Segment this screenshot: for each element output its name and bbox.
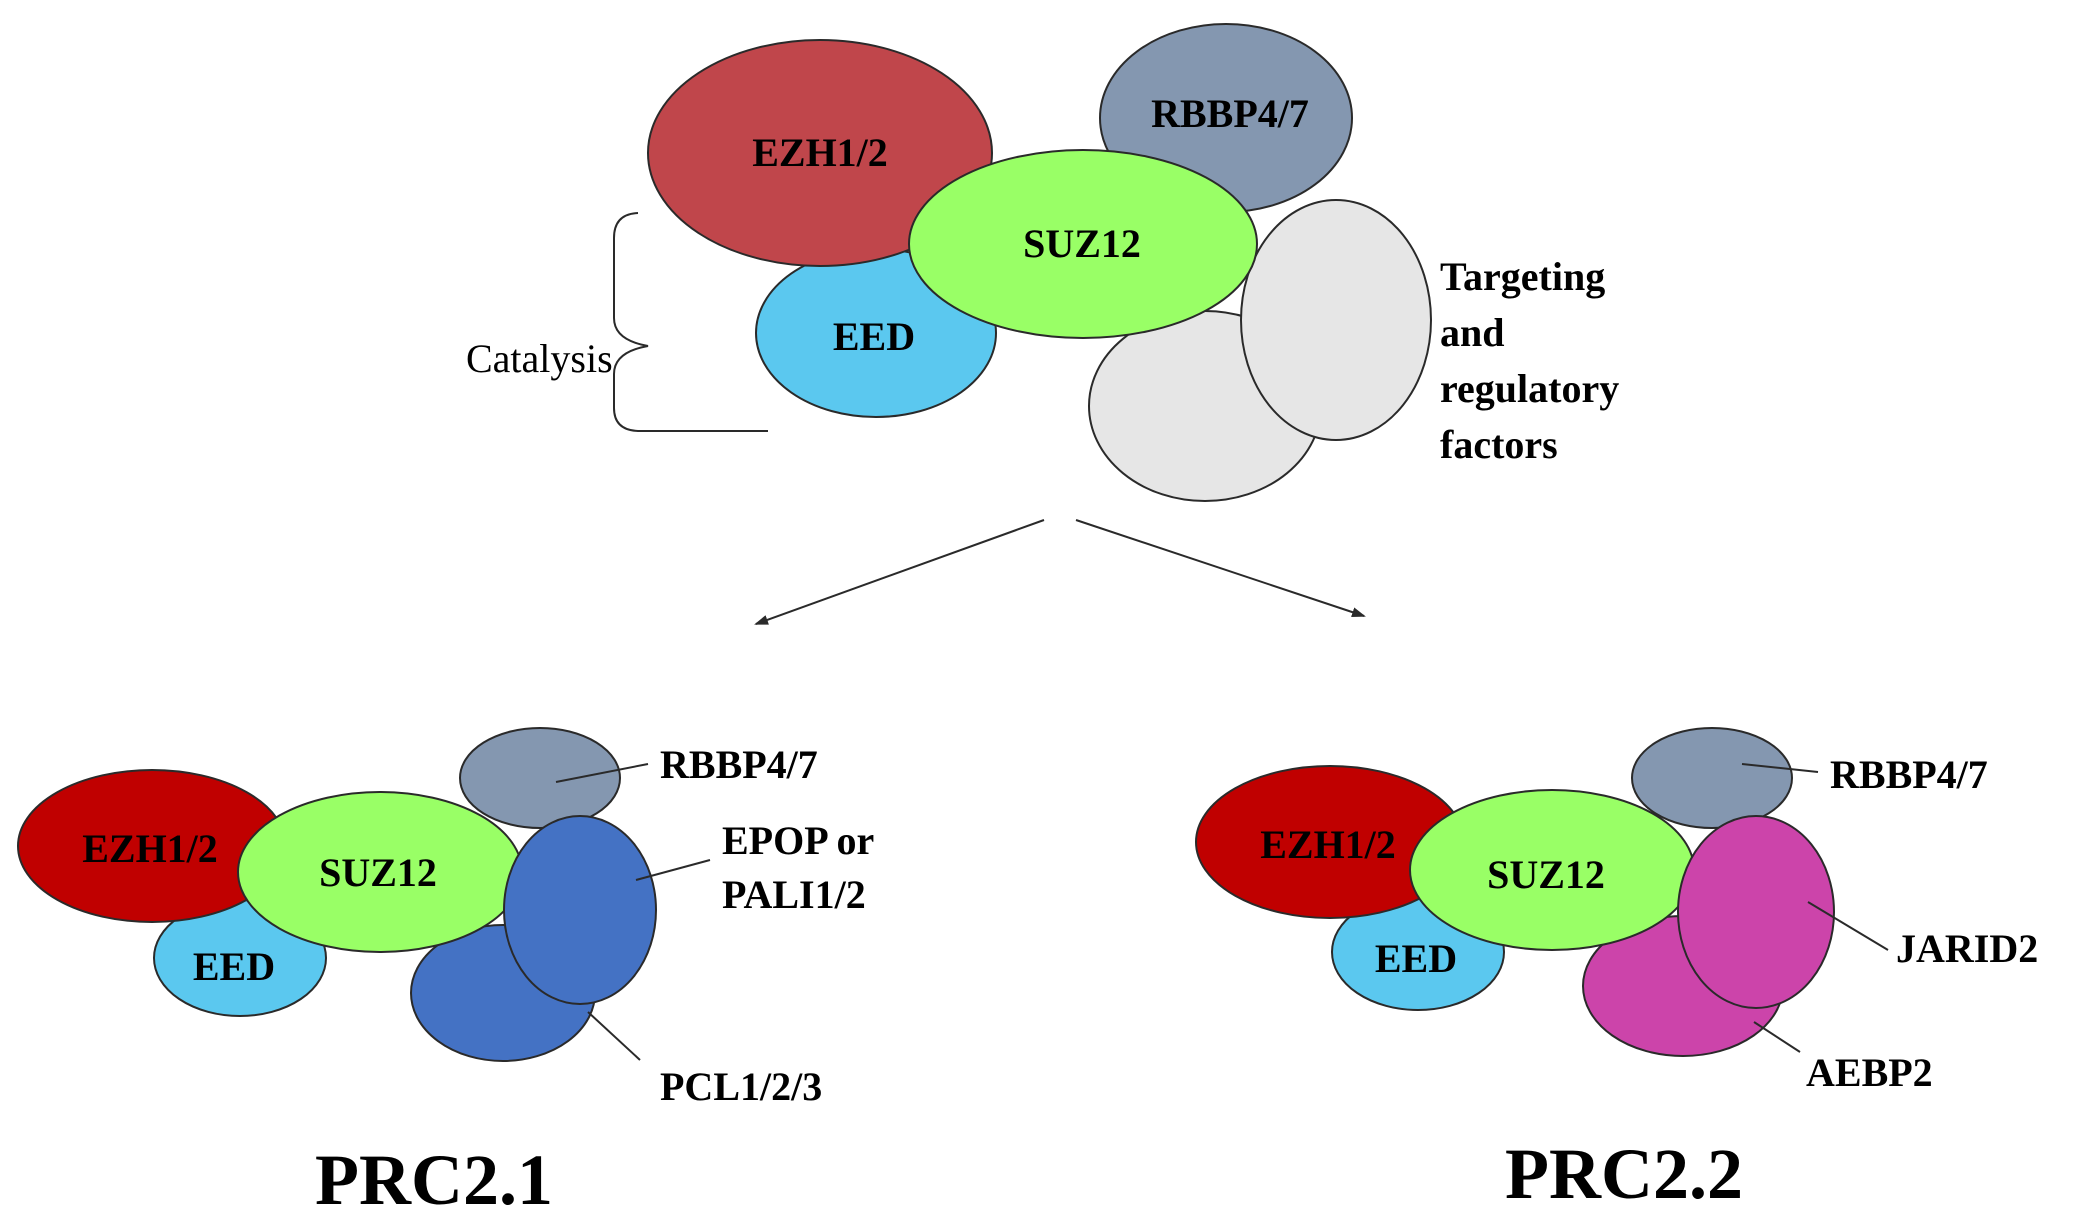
arrow-to-prc21 <box>754 519 1045 625</box>
targeting-label-line-4: factors <box>1440 422 1558 467</box>
prc22-rbbp-ellipse <box>1631 727 1793 829</box>
catalysis-bracket <box>613 212 768 432</box>
arrow-to-prc22 <box>1075 519 1366 617</box>
prc22-title: PRC2.2 <box>1505 1134 1743 1214</box>
prc21-title: PRC2.1 <box>315 1140 553 1220</box>
prc21-epop-label-line-1: EPOP or <box>722 818 874 863</box>
prc21-epop-ellipse <box>503 815 657 1005</box>
top-rbbp-label: RBBP4/7 <box>1151 91 1309 136</box>
prc21-epop-label-line-2: PALI1/2 <box>722 872 866 917</box>
prc21-rbbp-label: RBBP4/7 <box>660 742 818 787</box>
top-suz12-ellipse <box>908 149 1258 339</box>
prc22-rbbp-label: RBBP4/7 <box>1830 752 1988 797</box>
prc22-rbbp-leader <box>1741 763 1819 773</box>
top-factor-ellipse-2 <box>1240 199 1432 441</box>
targeting-label-line-1: Targeting <box>1440 254 1605 299</box>
targeting-label-line-3: regulatory <box>1440 366 1619 411</box>
top-eed-label: EED <box>833 314 915 359</box>
prc21-pcl-leader <box>587 1011 641 1061</box>
top-ezh-label: EZH1/2 <box>752 130 888 175</box>
prc21-eed-label: EED <box>193 944 275 989</box>
prc21-complex: EZH1/2 SUZ12 EED RBBP4/7 EPOP or PALI1/2… <box>17 727 874 1220</box>
prc21-rbbp-leader <box>555 763 649 783</box>
prc21-rbbp-ellipse <box>459 727 621 829</box>
prc22-jarid2-label: JARID2 <box>1896 926 2038 971</box>
top-ezh-ellipse <box>647 39 993 267</box>
prc21-ezh-label: EZH1/2 <box>82 826 218 871</box>
prc22-eed-label: EED <box>1375 936 1457 981</box>
top-suz12-label: SUZ12 <box>1023 221 1141 266</box>
prc22-jarid2-leader <box>1807 901 1889 951</box>
prc22-aebp2-label: AEBP2 <box>1806 1050 1933 1095</box>
top-complex: EZH1/2 RBBP4/7 SUZ12 EED Catalysis Targe… <box>466 23 1619 502</box>
prc22-complex: EZH1/2 SUZ12 EED RBBP4/7 JARID2 AEBP2 PR… <box>1195 727 2038 1214</box>
targeting-label-line-2: and <box>1440 310 1505 355</box>
prc21-epop-leader <box>635 859 711 881</box>
prc21-suz12-label: SUZ12 <box>319 850 437 895</box>
prc22-aebp2-leader <box>1753 1021 1801 1053</box>
prc22-jarid2-ellipse <box>1677 815 1835 1009</box>
catalysis-label: Catalysis <box>466 336 613 381</box>
prc22-ezh-label: EZH1/2 <box>1260 822 1396 867</box>
prc21-pcl-label: PCL1/2/3 <box>660 1064 822 1109</box>
prc22-suz12-label: SUZ12 <box>1487 852 1605 897</box>
